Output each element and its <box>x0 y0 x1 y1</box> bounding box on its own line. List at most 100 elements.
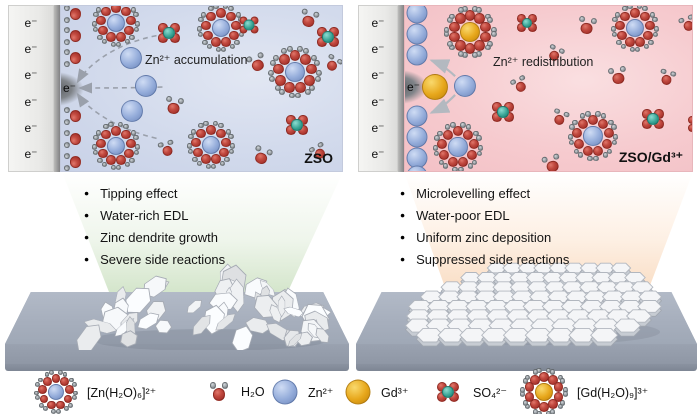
hydrogen-atom <box>654 26 660 32</box>
hydrogen-atom <box>166 95 173 103</box>
oxygen-atom <box>120 6 131 17</box>
hydrogen-atom <box>196 160 202 166</box>
legend-label: H₂O <box>241 385 265 399</box>
oxygen-atom <box>275 75 286 86</box>
oxygen-atom <box>645 20 655 31</box>
oxygen-atom <box>548 399 558 410</box>
sulfur-atom <box>243 19 255 31</box>
hydrogen-atom <box>64 130 70 137</box>
hydrogen-atom <box>557 403 564 409</box>
zn-sphere <box>406 126 428 148</box>
zn-center <box>106 136 126 156</box>
sulfate-ion <box>640 106 666 132</box>
hydrogen-atom <box>110 41 116 48</box>
hydrogen-atom <box>228 6 234 12</box>
legend-label: Gd³⁺ <box>381 385 409 400</box>
hydrogen-atom <box>208 6 214 12</box>
oxygen-atom <box>56 400 66 410</box>
gd-center <box>459 21 481 43</box>
zn-sphere <box>406 44 428 66</box>
oxygen-atom <box>46 400 56 410</box>
oxygen-atom <box>126 138 136 149</box>
hydrogen-atom <box>476 135 482 141</box>
hydrogen-atom <box>256 51 265 60</box>
hydrogen-atom <box>477 145 484 151</box>
electron-label: e⁻ <box>371 42 385 57</box>
zn-sphere <box>406 23 428 45</box>
zn-sphere <box>406 105 428 127</box>
oxygen-atom <box>643 30 653 41</box>
hydrogen-atom <box>97 158 103 164</box>
oxygen-atom <box>69 110 82 122</box>
sulfate-ion <box>515 11 539 35</box>
oxygen-atom <box>210 37 221 48</box>
oxygen-atom <box>101 129 112 140</box>
hydrogen-atom <box>286 46 293 52</box>
bullet-item: Tipping effect <box>84 182 225 204</box>
oxygen-atom <box>65 385 74 394</box>
hydrogen-atom <box>73 390 79 396</box>
hydrogen-atom <box>297 46 304 52</box>
sulfur-atom <box>497 106 509 118</box>
sulfur-atom <box>163 27 175 39</box>
water-molecule <box>63 129 83 149</box>
oxygen-atom <box>624 37 635 48</box>
hydrogen-atom <box>33 390 39 396</box>
hydrogen-atom <box>192 157 198 163</box>
oxygen-atom <box>273 63 284 75</box>
oxygen-atom <box>191 137 201 148</box>
hydrogen-atom <box>202 40 208 46</box>
oxygen-atom <box>620 11 631 22</box>
hydrogen-atom <box>198 16 204 23</box>
hydrogen-atom <box>64 164 70 171</box>
zn-ion <box>406 165 428 171</box>
oxygen-atom <box>124 25 134 36</box>
hydrogen-atom <box>56 409 61 414</box>
hydrogen-atom <box>315 70 322 77</box>
oxygen-atom <box>229 30 239 41</box>
hydrated-zn-cluster <box>33 370 79 414</box>
oxygen-atom <box>603 128 614 139</box>
hydrogen-atom <box>443 26 450 33</box>
hydrogen-atom <box>197 31 203 38</box>
zn-sphere <box>454 75 476 97</box>
oxygen-atom <box>474 13 485 24</box>
oxygen-atom <box>63 394 73 404</box>
hydrogen-atom <box>133 11 139 18</box>
gd-ion-legend-icon <box>343 372 372 412</box>
hydrogen-atom <box>206 43 212 49</box>
hydrogen-atom <box>313 59 320 66</box>
oxygen-atom <box>617 30 627 41</box>
hydrogen-atom <box>92 26 98 33</box>
zn-center <box>625 18 645 38</box>
hydrogen-atom <box>130 7 136 13</box>
oxygen-atom <box>42 377 52 386</box>
hydrogen-atom <box>103 124 109 130</box>
hydrogen-atom <box>648 40 654 46</box>
legend-item: Gd³⁺ <box>343 372 408 412</box>
oxygen-atom <box>116 155 127 166</box>
hydrogen-atom <box>71 381 77 387</box>
hydrogen-atom <box>196 26 202 32</box>
hydrogen-atom <box>135 144 141 150</box>
hydrogen-atom <box>465 124 472 130</box>
oxygen-atom <box>587 115 599 126</box>
electron-label: e⁻ <box>371 68 385 83</box>
hydrogen-atom <box>72 395 78 401</box>
hydrogen-atom <box>228 133 234 140</box>
oxygen-atom <box>105 32 116 43</box>
oxygen-atom <box>480 31 492 43</box>
oxygen-atom <box>574 138 585 149</box>
zn-ion <box>406 6 428 24</box>
hydrogen-atom <box>446 41 453 48</box>
hydrogen-atom <box>96 130 102 136</box>
water-molecule <box>63 6 83 24</box>
hydrogen-atom <box>309 85 316 92</box>
bullet-list-left: Tipping effectWater-rich EDLZinc dendrit… <box>84 182 225 270</box>
substrate-top-face <box>5 292 349 344</box>
hydrogen-atom <box>310 54 317 61</box>
hydrogen-atom <box>269 76 276 82</box>
electrode-left: e⁻e⁻e⁻e⁻e⁻e⁻ <box>8 5 54 172</box>
hydrogen-atom <box>96 7 102 13</box>
hydrogen-atom <box>91 144 97 150</box>
